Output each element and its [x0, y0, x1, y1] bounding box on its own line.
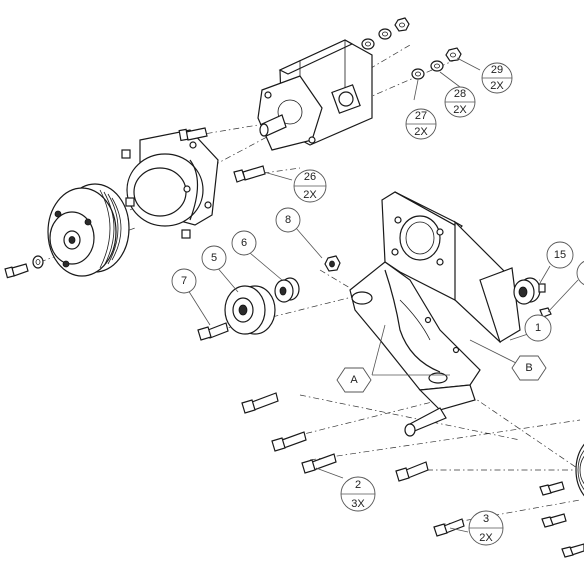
- bushing-15: [513, 277, 546, 305]
- callout-28-qty: 2X: [453, 104, 467, 116]
- top-lock-washer: [378, 28, 392, 40]
- top-hex-nut: [394, 17, 410, 32]
- bolt-lower-right-3: [561, 543, 584, 558]
- partial-pulley-lower-right: [575, 443, 584, 497]
- bolt-lower-right-1: [539, 481, 565, 496]
- leader-lines: [187, 57, 579, 533]
- bolt-7: [197, 322, 229, 341]
- bolt-lower-right-2: [541, 513, 567, 528]
- pulley-washer: [32, 255, 44, 269]
- adapter-nut-right: [181, 229, 191, 239]
- adapter-nut-left: [121, 149, 135, 207]
- callout-1: 1: [524, 314, 552, 342]
- clutch-pulley: [47, 183, 130, 277]
- pulley-bolt: [4, 263, 29, 279]
- callout-29: 29 2X: [481, 62, 513, 94]
- callout-2-qty: 3X: [351, 498, 365, 510]
- callout-2: 2 3X: [340, 476, 376, 512]
- callout-27: 27 2X: [405, 108, 437, 140]
- adapter-bolt-upper: [178, 127, 208, 142]
- callout-3-number: 3: [483, 513, 489, 525]
- bolt-left-2: [271, 431, 307, 452]
- callout-7-number: 7: [181, 275, 187, 287]
- bolt-left-1: [241, 392, 279, 414]
- callout-15: 15: [546, 241, 574, 269]
- callout-b-label: B: [525, 362, 532, 374]
- bolt-2: [301, 453, 337, 474]
- pump-adapter-plate: [126, 129, 219, 227]
- callout-partial-right: [576, 260, 584, 286]
- callout-6: 6: [231, 230, 257, 256]
- washer-27: [411, 68, 425, 80]
- callout-29-number: 29: [491, 64, 503, 76]
- callout-28-number: 28: [454, 88, 466, 100]
- top-washer: [361, 38, 375, 50]
- bolt-3: [433, 518, 465, 537]
- callout-b: B: [511, 355, 547, 381]
- callout-8-number: 8: [285, 214, 291, 226]
- callout-2-number: 2: [355, 479, 361, 491]
- callout-27-qty: 2X: [414, 126, 428, 138]
- callout-26-qty: 2X: [303, 189, 317, 201]
- callout-26: 26 2X: [293, 169, 327, 203]
- callout-7: 7: [171, 268, 197, 294]
- callout-8: 8: [275, 207, 301, 233]
- idler-pulley-5: [224, 285, 276, 335]
- callout-6-number: 6: [241, 237, 247, 249]
- lock-washer-28: [430, 60, 444, 72]
- spacer-6: [274, 277, 300, 303]
- callout-5-number: 5: [211, 252, 217, 264]
- small-bolt-15: [539, 307, 552, 318]
- callout-a-label: A: [350, 374, 358, 386]
- callout-28: 28 2X: [444, 86, 476, 118]
- hydraulic-pump: [257, 39, 373, 151]
- bolt-mid: [395, 461, 429, 482]
- nut-8: [324, 255, 341, 272]
- bolt-26: [233, 165, 266, 183]
- callout-27-number: 27: [415, 110, 427, 122]
- callout-29-qty: 2X: [490, 80, 504, 92]
- callout-15-number: 15: [554, 249, 566, 261]
- callout-a: A: [336, 367, 372, 393]
- main-bracket: [349, 191, 521, 437]
- callout-3-qty: 2X: [479, 532, 493, 544]
- callout-26-number: 26: [304, 171, 316, 183]
- callout-3: 3 2X: [468, 510, 504, 546]
- callout-5: 5: [201, 245, 227, 271]
- callout-1-number: 1: [535, 322, 541, 334]
